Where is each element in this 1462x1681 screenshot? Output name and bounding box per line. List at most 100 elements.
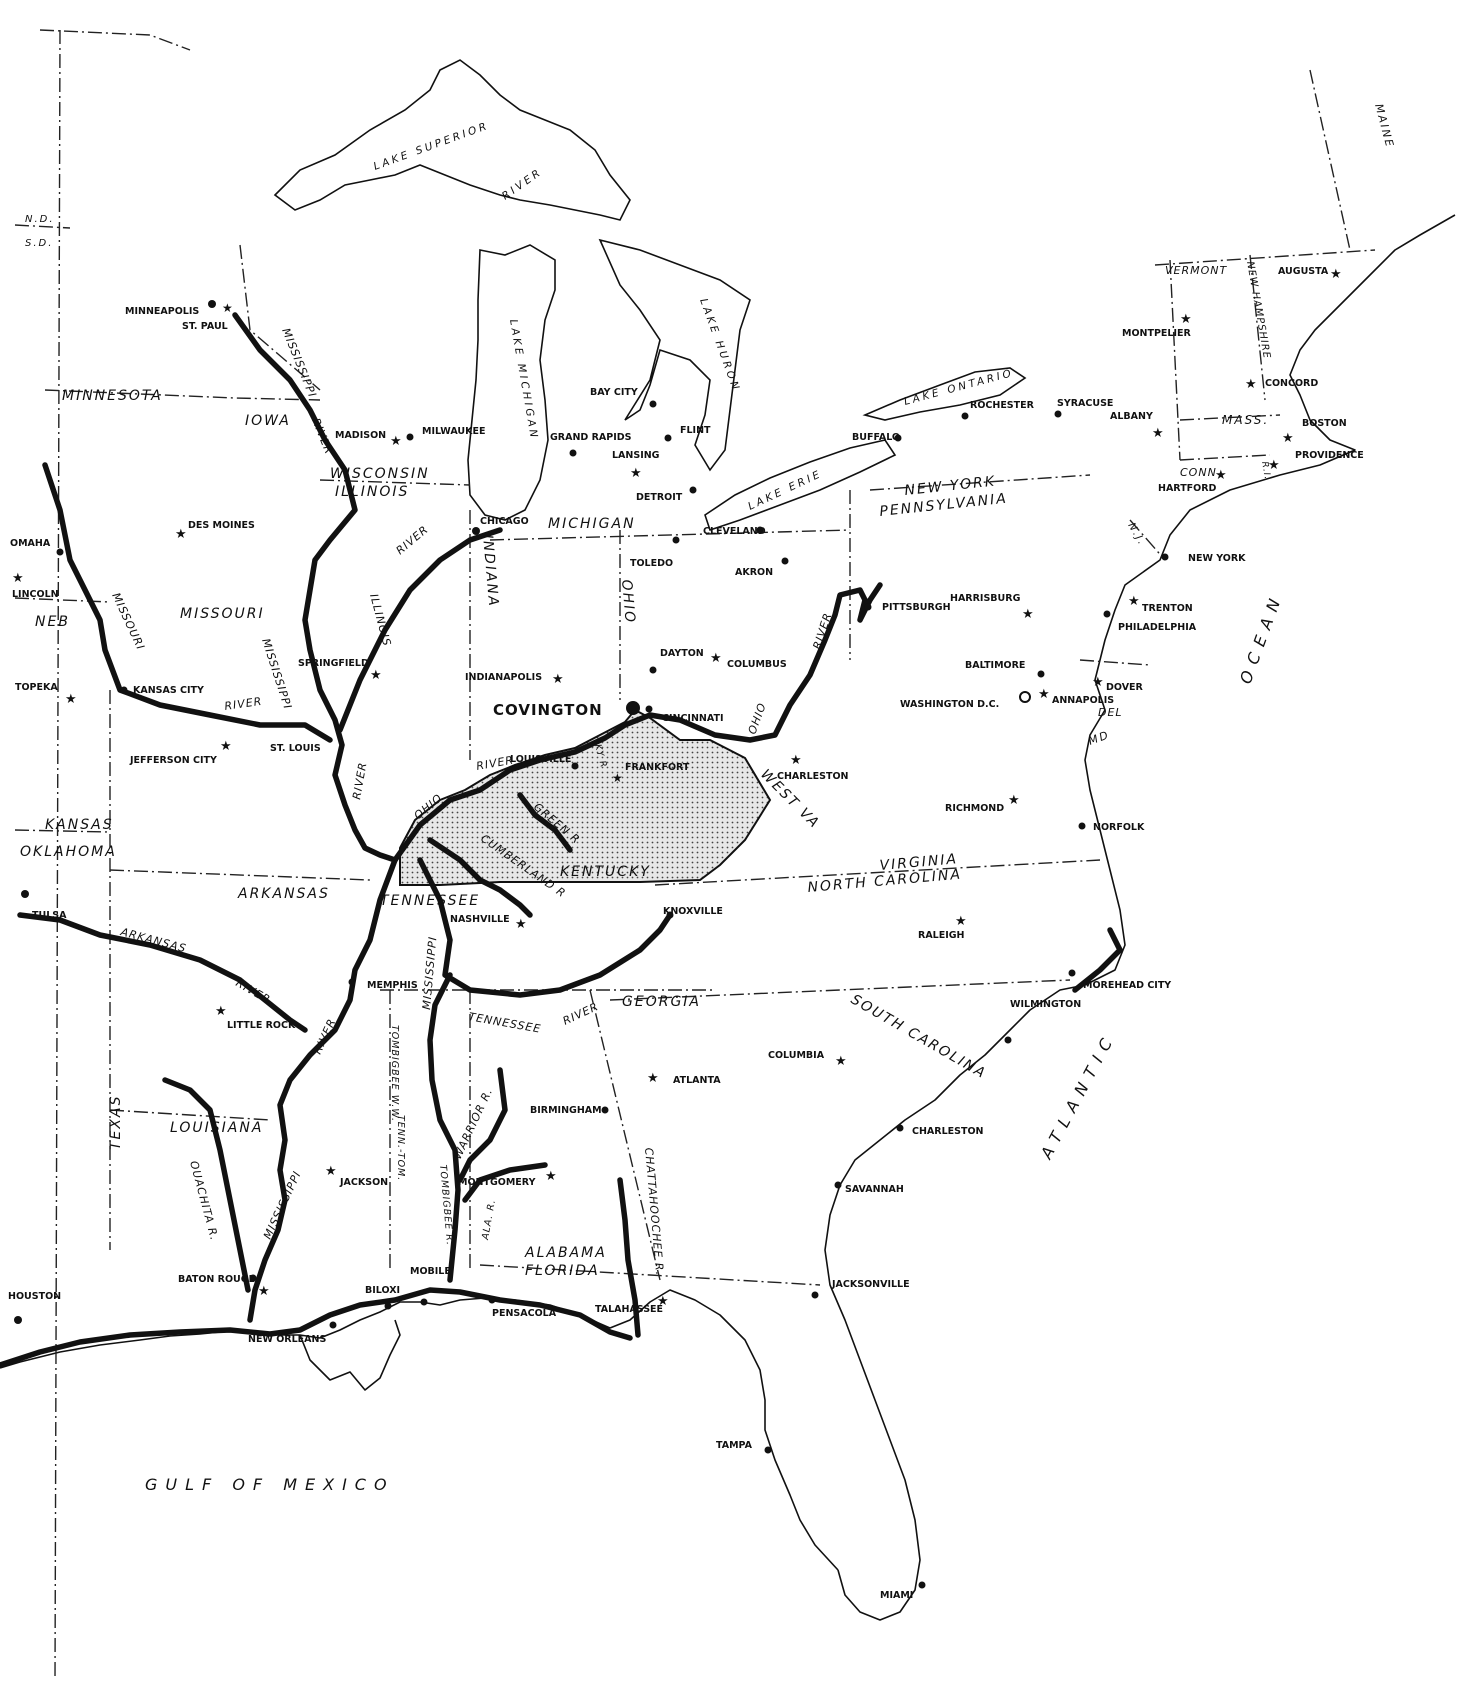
svg-text:BATON ROUGE: BATON ROUGE — [178, 1274, 255, 1285]
svg-text:KNOXVILLE: KNOXVILLE — [663, 906, 723, 917]
state-new-hampshire: NEW HAMPSHIRE — [1244, 261, 1272, 360]
svg-text:★: ★ — [1008, 793, 1020, 808]
state-pennsylvania: PENNSYLVANIA — [879, 491, 1009, 520]
lake-michigan-shape — [467, 244, 556, 521]
city-harrisburg: HARRISBURG★ — [950, 593, 1034, 622]
svg-text:DOVER: DOVER — [1106, 682, 1144, 693]
state-neb: NEB — [35, 614, 70, 630]
svg-text:TOPEKA: TOPEKA — [15, 682, 58, 693]
svg-text:MONTPELIER: MONTPELIER — [1122, 328, 1191, 339]
state-del: DEL — [1098, 706, 1123, 719]
city-montpelier: ★MONTPELIER — [1122, 312, 1192, 339]
river-label-ouachita: OUACHITA R. — [187, 1159, 221, 1242]
river-label-chattahoochee: CHATTAHOOCHEE R. — [642, 1147, 666, 1276]
svg-text:ST. PAUL: ST. PAUL — [182, 321, 228, 332]
svg-text:★: ★ — [647, 1071, 659, 1086]
city-louisville: LOUISVILLE — [510, 754, 579, 770]
city-houston: HOUSTON — [8, 1291, 61, 1324]
city-kansas-city: KANSAS CITY — [120, 685, 204, 696]
tennessee-river — [417, 857, 673, 998]
city-dayton: DAYTON — [649, 648, 704, 674]
svg-text:BILOXI: BILOXI — [365, 1285, 400, 1296]
city-indianapolis: INDIANAPOLIS★ — [465, 672, 564, 687]
svg-text:ANNAPOLIS: ANNAPOLIS — [1052, 695, 1114, 706]
city-akron: AKRON — [735, 557, 789, 578]
city-milwaukee: MILWAUKEE — [406, 426, 485, 441]
svg-text:SPRINGFIELD: SPRINGFIELD — [298, 658, 369, 669]
city-atlanta: ★ ATLANTA — [647, 1071, 721, 1086]
state-missouri: MISSOURI — [180, 606, 265, 622]
svg-text:LANSING: LANSING — [612, 450, 660, 461]
illinois-river — [337, 527, 503, 733]
svg-text:★: ★ — [390, 434, 402, 449]
svg-text:MEMPHIS: MEMPHIS — [367, 980, 418, 991]
city-bay-city: BAY CITY — [590, 387, 657, 408]
river-label-arkansas: ARKANSAS — [118, 925, 188, 955]
river-label-tenn-tom: TENN.-TOM. — [395, 1115, 406, 1181]
svg-text:RICHMOND: RICHMOND — [945, 803, 1004, 814]
upper-mississippi — [232, 312, 398, 863]
state-louisiana: LOUISIANA — [170, 1120, 263, 1136]
city-boston: ★BOSTON — [1282, 418, 1347, 446]
river-label-ala: ALA. R. — [480, 1198, 498, 1241]
svg-text:COLUMBUS: COLUMBUS — [727, 659, 787, 670]
city-philadelphia: PHILADELPHIA — [1103, 610, 1197, 633]
lower-mississippi — [247, 857, 398, 1323]
svg-text:★: ★ — [835, 1054, 847, 1069]
svg-text:★: ★ — [325, 1164, 337, 1179]
svg-text:ATLANTA: ATLANTA — [673, 1075, 721, 1086]
city-springfield: SPRINGFIELD★ — [298, 658, 382, 683]
state-minnesota: MINNESOTA — [62, 388, 163, 404]
city-wilmington: WILMINGTON — [1004, 999, 1081, 1044]
river-label-mississippi-al: MISSISSIPPI — [420, 936, 439, 1011]
city-madison: MADISON★ — [335, 430, 402, 449]
missouri-river — [42, 462, 333, 743]
state-south-carolina: SOUTH CAROLINA — [848, 992, 989, 1083]
city-tulsa: TULSA — [21, 890, 67, 921]
river-label-illinois-river: RIVER — [394, 523, 431, 557]
svg-text:DETROIT: DETROIT — [636, 492, 683, 503]
city-baltimore: BALTIMORE — [965, 660, 1045, 678]
svg-text:TALAHASSEE: TALAHASSEE — [595, 1304, 663, 1315]
state-texas: TEXAS — [108, 1095, 124, 1150]
svg-text:TULSA: TULSA — [32, 910, 67, 921]
city-baton-rouge: BATON ROUGE★ — [178, 1274, 270, 1299]
city-lincoln: ★LINCOLN — [12, 571, 59, 600]
city-pittsburgh: PITTSBURGH — [864, 602, 951, 613]
svg-text:BUFFALO: BUFFALO — [852, 432, 900, 443]
river-label-missouri: MISSOURI — [109, 591, 147, 653]
svg-text:FLINT: FLINT — [680, 425, 711, 436]
svg-text:★: ★ — [612, 771, 623, 785]
svg-text:ROCHESTER: ROCHESTER — [970, 400, 1035, 411]
state-ohio: OHIO — [618, 579, 638, 625]
river-label-tennessee: TENNESSEE — [467, 1010, 542, 1036]
city-tallahassee: ★TALAHASSEE — [595, 1294, 669, 1315]
svg-text:PROVIDENCE: PROVIDENCE — [1295, 450, 1364, 461]
svg-text:★: ★ — [1330, 267, 1342, 282]
svg-text:DES MOINES: DES MOINES — [188, 520, 255, 531]
state-kansas: KANSAS — [45, 817, 114, 833]
river-label-mississippi-top: MISSISSIPPI — [279, 326, 319, 399]
river-label-river-top: RIVER — [309, 416, 335, 456]
svg-text:SYRACUSE: SYRACUSE — [1057, 398, 1113, 409]
city-charleston-sc: CHARLESTON — [896, 1124, 984, 1137]
svg-text:★: ★ — [515, 917, 527, 932]
state-iowa: IOWA — [245, 413, 291, 429]
city-grand-rapids: GRAND RAPIDS — [550, 432, 632, 457]
atlantic-label: ATLANTIC — [1036, 1028, 1119, 1162]
city-markers: MINNEAPOLIS ST. PAUL ★ MADISON★ MILWAUKEE… — [8, 266, 1364, 1601]
kentucky-highlight — [399, 708, 772, 886]
lake-superior-shape — [273, 59, 631, 221]
city-mobile: MOBILE — [410, 1266, 451, 1306]
svg-text:★: ★ — [1152, 426, 1164, 441]
city-savannah: SAVANNAH — [834, 1181, 904, 1195]
svg-text:MINNEAPOLIS: MINNEAPOLIS — [125, 306, 199, 317]
river-label-mississippi-river: RIVER — [350, 761, 369, 801]
svg-text:★: ★ — [790, 753, 802, 768]
city-nashville: NASHVILLE★ — [450, 914, 527, 932]
city-jefferson-city: ★JEFFERSON CITY — [129, 739, 232, 766]
city-columbia: COLUMBIA★ — [768, 1050, 847, 1069]
city-montgomery: MONTGOMERY★ — [458, 1169, 557, 1188]
city-rochester: ROCHESTER — [961, 400, 1035, 420]
